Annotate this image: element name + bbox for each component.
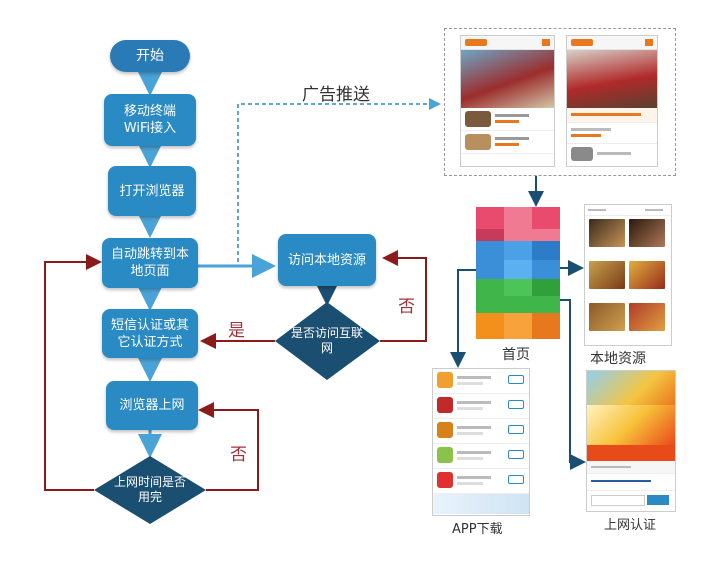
surf-node: 浏览器上网 (106, 381, 198, 430)
no-timeout-label: 否 (230, 445, 247, 465)
internet-decision-label-box: 是否访问互联 网 (280, 324, 374, 358)
internet-decision-diamond (275, 302, 380, 380)
movie-poster (589, 261, 625, 289)
brand-logo-icon (465, 39, 487, 46)
home-tile (532, 260, 560, 279)
start-node-label: 开始 (136, 47, 164, 64)
app-download-label: APP下载 (452, 522, 503, 537)
internet-decision-label: 是否访问互联 网 (290, 326, 363, 355)
home-tile (532, 241, 560, 260)
movie-poster (589, 219, 625, 247)
timeout-decision-diamond (94, 456, 206, 524)
browser-node: 打开浏览器 (108, 166, 196, 216)
menu-icon (645, 39, 653, 46)
movie-poster (589, 303, 625, 331)
timeout-decision-label: 上网时间是否 用完 (113, 475, 186, 504)
movie-poster (629, 303, 665, 331)
arrow-decision-no-local (380, 250, 427, 342)
home-tile (476, 207, 504, 229)
local-resources-screen (584, 204, 672, 346)
movie-poster (629, 261, 665, 289)
no-internet-label: 否 (398, 297, 415, 317)
app-icon (437, 447, 453, 463)
local-access-node: 访问本地资源 (278, 234, 376, 286)
home-tile (504, 279, 532, 296)
home-label: 首页 (502, 347, 530, 363)
download-button (508, 450, 524, 459)
web-auth-label: 上网认证 (604, 518, 657, 533)
redirect-node-label: 自动跳转到本 地页面 (110, 247, 189, 279)
app-icon (437, 422, 453, 438)
ad-push-label: 广告推送 (302, 85, 370, 105)
redirect-node: 自动跳转到本 地页面 (102, 238, 198, 288)
home-tile (532, 313, 560, 339)
web-auth-screen (586, 370, 676, 512)
timeout-decision-label-box: 上网时间是否 用完 (104, 474, 196, 506)
auth-input (591, 495, 645, 506)
auth-node-label: 短信认证或其 它认证方式 (110, 317, 189, 350)
home-tile (476, 313, 504, 339)
ad-banner-right (567, 50, 657, 108)
download-button (508, 400, 524, 409)
home-tile (504, 241, 532, 260)
auth-promo-banner (587, 371, 675, 405)
auth-button (647, 495, 669, 505)
home-tile (504, 260, 532, 279)
auth-node: 短信认证或其 它认证方式 (102, 309, 198, 358)
ad-phone-right (566, 35, 658, 167)
download-button (508, 375, 524, 384)
home-tile (504, 296, 560, 313)
browser-node-label: 打开浏览器 (119, 183, 185, 199)
start-node: 开始 (110, 40, 190, 72)
arrow-home-auth (560, 299, 586, 470)
local-access-node-label: 访问本地资源 (287, 252, 366, 268)
app-icon (437, 372, 453, 388)
ad-banner-left (461, 50, 554, 108)
surf-node-label: 浏览器上网 (119, 398, 185, 413)
home-tile (504, 229, 560, 241)
ad-screenshots-frame (444, 28, 676, 176)
arrow-timeout-no-surf (198, 402, 259, 491)
menu-icon (542, 39, 550, 46)
ad-phone-right-header (567, 36, 657, 50)
movie-poster (629, 219, 665, 247)
app-icon (437, 472, 453, 488)
yes-label: 是 (228, 321, 245, 341)
local-resources-label: 本地资源 (590, 351, 646, 367)
home-tile (476, 241, 504, 279)
home-screen (476, 207, 560, 339)
arrow-ad-push (237, 98, 441, 262)
app-icon (437, 397, 453, 413)
arrow-timeout-yes-redirect (44, 254, 102, 491)
home-tile (476, 229, 504, 241)
download-button (508, 475, 524, 484)
ad-phone-left-header (461, 36, 554, 50)
home-tile (532, 207, 560, 229)
wifi-node-label: 移动终端 WiFi接入 (123, 104, 177, 136)
arrow-home-app (450, 269, 476, 368)
home-tile (504, 313, 532, 339)
wifi-node: 移动终端 WiFi接入 (104, 94, 196, 146)
app-download-screen (432, 368, 530, 516)
download-button (508, 425, 524, 434)
home-tile (504, 207, 532, 229)
home-tile (476, 279, 504, 313)
brand-logo-icon (571, 39, 593, 46)
ad-phone-left (460, 35, 555, 167)
home-tile (532, 279, 560, 296)
